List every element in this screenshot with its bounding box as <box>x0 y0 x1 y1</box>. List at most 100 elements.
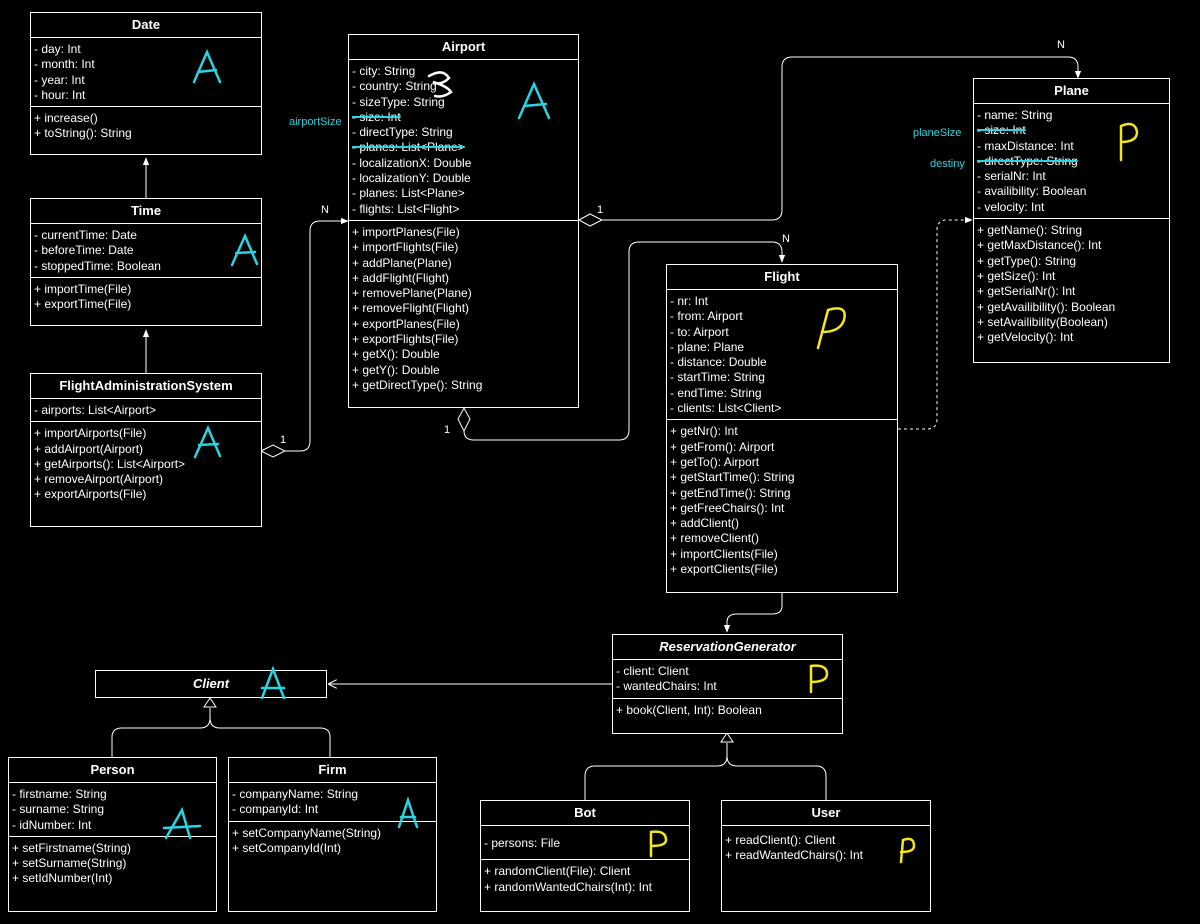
methods: + setFirstname(String) + setSurname(Stri… <box>9 835 216 890</box>
attribute: - client: Client <box>616 664 689 678</box>
gen-triangle-client <box>203 697 217 708</box>
handwritten-a-time <box>230 232 259 267</box>
method: + importTime(File) <box>34 281 132 296</box>
attributes: - nr: Int - from: Airport - to: Airport … <box>667 290 897 419</box>
attribute: - sizeType: String <box>352 94 445 109</box>
class-person[interactable]: Person - firstname: String - surname: St… <box>8 757 217 912</box>
multiplicity-airport-flight-one: 1 <box>444 424 451 436</box>
handwritten-a-airport <box>517 80 551 120</box>
method: + setSurname(String) <box>12 856 127 871</box>
class-plane[interactable]: Plane - name: String - size: Int - maxDi… <box>973 78 1170 363</box>
gen-triangle-reservation <box>720 732 734 743</box>
method: + exportFlights(File) <box>352 332 459 347</box>
methods: + readClient(): Client + readWantedChair… <box>722 826 930 867</box>
attribute: - plane: Plane <box>670 339 745 354</box>
attribute: - name: String <box>977 108 1053 122</box>
attribute: - month: Int <box>34 57 95 72</box>
handwritten-p-flight <box>816 307 846 350</box>
attribute-crossed-out: - size: Int <box>352 109 401 124</box>
method: + getDirectType(): String <box>352 377 483 392</box>
method: + readWantedChairs(): Int <box>725 848 863 863</box>
handwritten-p-bot <box>649 830 668 858</box>
methods: + getNr(): Int + getFrom(): Airport + ge… <box>667 419 897 580</box>
attribute: - nr: Int <box>670 294 709 308</box>
methods: + randomClient(File): Client + randomWan… <box>481 859 689 898</box>
attributes: - currentTime: Date - beforeTime: Date -… <box>31 224 261 277</box>
class-title: User <box>722 801 930 826</box>
methods: + setCompanyName(String) + setCompanyId(… <box>229 820 436 860</box>
method: + readClient(): Client <box>725 833 836 847</box>
attribute: - from: Airport <box>670 309 743 324</box>
attribute: - localizationY: Double <box>352 171 471 186</box>
attribute-crossed-out: - planes: List<Plane> <box>352 140 465 155</box>
class-reservation-generator[interactable]: ReservationGenerator - client: Client - … <box>612 634 843 734</box>
method: + removePlane(Plane) <box>352 286 472 301</box>
method: + removeAirport(Airport) <box>34 472 164 487</box>
attributes: - name: String - size: Int - maxDistance… <box>974 104 1169 218</box>
method: + getFrom(): Airport <box>670 439 775 454</box>
handwritten-p-user <box>899 837 916 864</box>
methods: + importAirports(File) + addAirport(Airp… <box>31 421 261 505</box>
method: + getX(): Double <box>352 347 440 362</box>
method: + exportTime(File) <box>34 297 132 312</box>
class-client[interactable]: Client <box>95 670 327 698</box>
edge-user-reservation <box>726 755 827 800</box>
method: + exportPlanes(File) <box>352 316 460 331</box>
edge-fas-airport <box>285 217 349 452</box>
method: + setCompanyId(Int) <box>232 840 342 855</box>
attribute: - endTime: String <box>670 385 762 400</box>
method: + getY(): Double <box>352 362 440 377</box>
handwritten-a-date <box>192 48 222 84</box>
attribute: - country: String <box>352 79 437 94</box>
method: + book(Client, Int): Boolean <box>616 702 762 717</box>
attribute: - currentTime: Date <box>34 228 137 242</box>
edge-flight-reservation <box>723 593 783 633</box>
attributes: - city: String - country: String - sizeT… <box>349 60 578 220</box>
class-firm[interactable]: Firm - companyName: String - companyId: … <box>228 757 437 912</box>
method: + removeClient() <box>670 531 760 546</box>
attributes: - day: Int - month: Int - year: Int - ho… <box>31 38 261 106</box>
attribute: - persons: File <box>484 836 561 850</box>
multiplicity-airport-plane-one: 1 <box>597 204 604 216</box>
method: + getAvailibility(): Boolean <box>977 299 1116 314</box>
multiplicity-airport-plane-many: N <box>1057 39 1065 51</box>
attribute: - firstname: String <box>12 787 107 801</box>
handwritten-p-reservation <box>809 664 829 694</box>
method: + setFirstname(String) <box>12 840 132 855</box>
method: + importAirports(File) <box>34 426 147 441</box>
attribute-crossed-out: - directType: String <box>977 153 1078 168</box>
methods: + importPlanes(File) + importFlights(Fil… <box>349 219 578 396</box>
method: + getFreeChairs(): Int <box>670 500 785 515</box>
method: + importFlights(File) <box>352 240 459 255</box>
handwritten-a-person <box>162 806 202 840</box>
method: + toString(): String <box>34 126 132 141</box>
edge-airport-flight <box>463 241 786 441</box>
class-bot[interactable]: Bot - persons: File + randomClient(File)… <box>480 800 690 912</box>
class-title: Airport <box>349 35 578 60</box>
handwritten-a-firm <box>397 797 419 829</box>
class-user[interactable]: User + readClient(): Client + readWanted… <box>721 800 931 912</box>
attribute: - wantedChairs: Int <box>616 679 717 694</box>
class-flight[interactable]: Flight - nr: Int - from: Airport - to: A… <box>666 264 898 593</box>
attribute: - companyName: String <box>232 787 359 801</box>
class-title: Time <box>31 199 261 224</box>
method: + setIdNumber(Int) <box>12 871 113 886</box>
class-date[interactable]: Date - day: Int - month: Int - year: Int… <box>30 12 262 155</box>
attribute: - clients: List<Client> <box>670 401 782 416</box>
handwritten-a-fas <box>193 424 222 459</box>
attribute: - startTime: String <box>670 370 765 385</box>
class-flight-administration-system[interactable]: FlightAdministrationSystem - airports: L… <box>30 373 262 527</box>
note-plane-destiny: destiny <box>930 158 965 170</box>
method: + exportAirports(File) <box>34 487 147 502</box>
method: + setAvailibility(Boolean) <box>977 314 1108 329</box>
attribute-crossed-out: - size: Int <box>977 123 1026 138</box>
method: + increase() <box>34 111 98 126</box>
class-title: Plane <box>974 79 1169 104</box>
method: + exportClients(File) <box>670 562 778 577</box>
class-title: FlightAdministrationSystem <box>31 374 261 399</box>
method: + getName(): String <box>977 223 1083 238</box>
class-time[interactable]: Time - currentTime: Date - beforeTime: D… <box>30 198 262 326</box>
class-title: Firm <box>229 758 436 783</box>
attributes: - firstname: String - surname: String - … <box>9 783 216 836</box>
edge-firm-client <box>209 717 331 757</box>
